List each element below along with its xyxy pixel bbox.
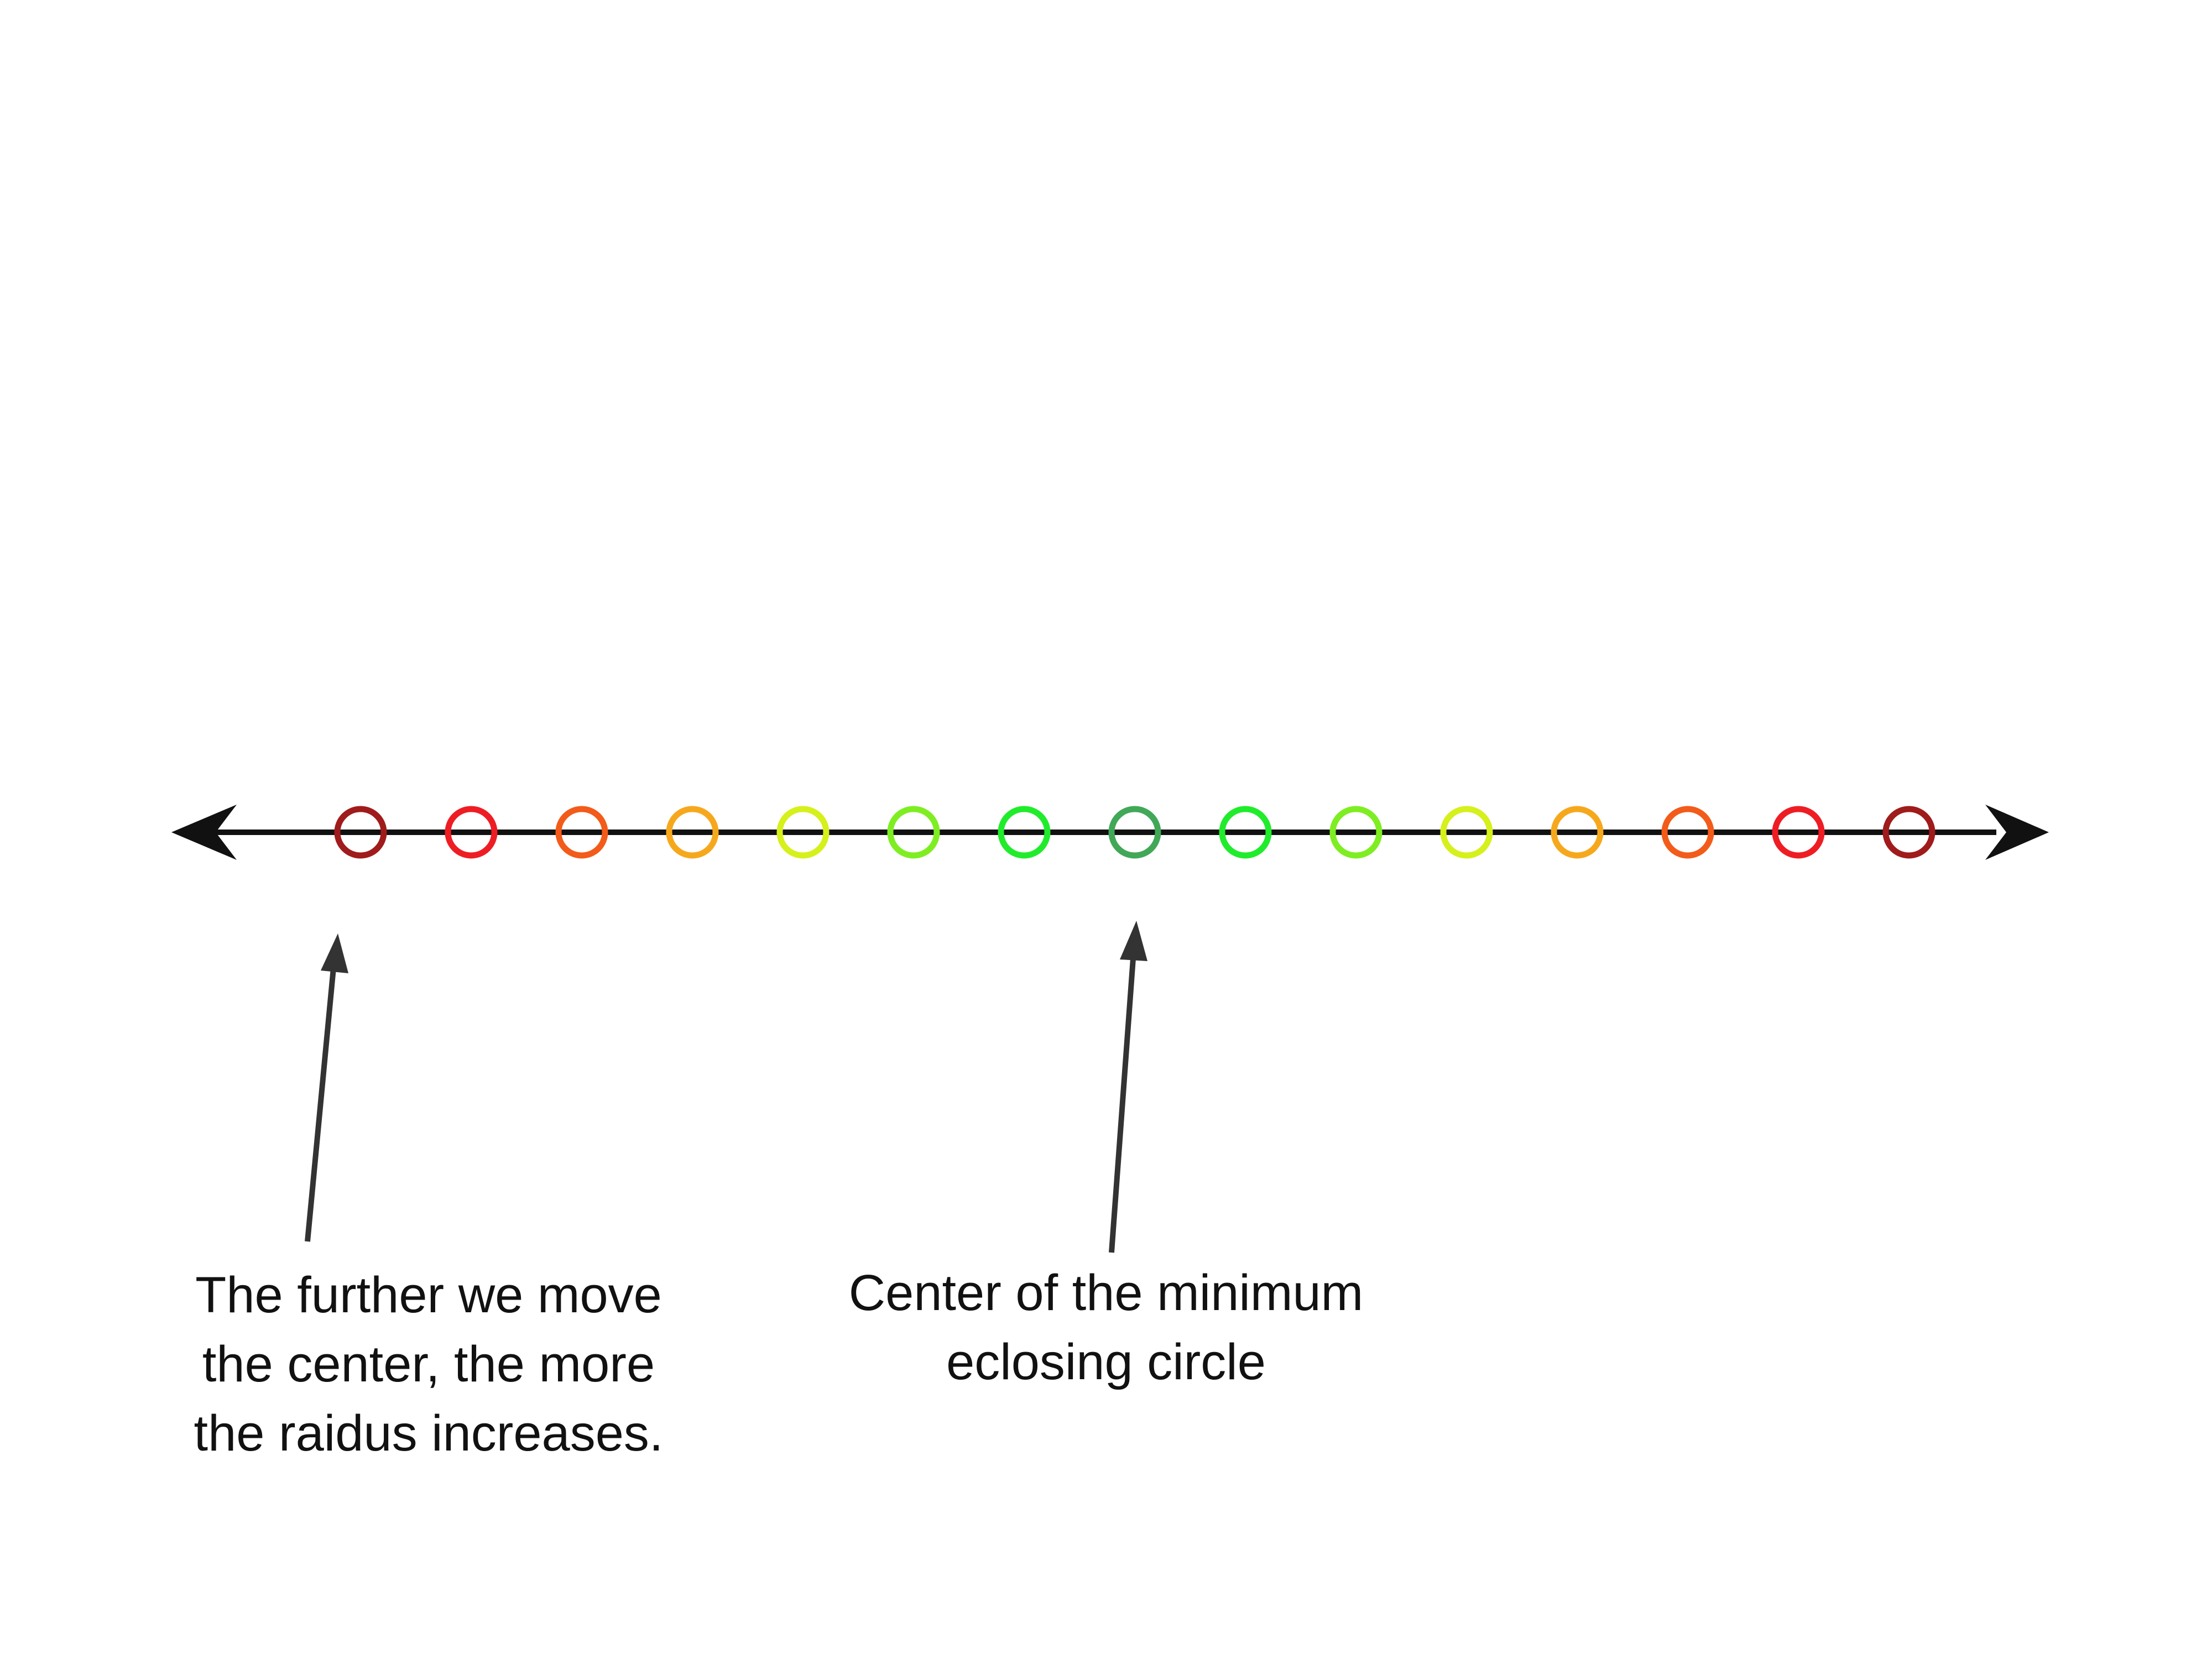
number-line xyxy=(171,805,2049,860)
annotation-line: The further we move xyxy=(195,1267,662,1323)
pointer-left-head-icon xyxy=(321,933,348,973)
annotation-line: Center of the minimum xyxy=(848,1265,1364,1321)
candidate-circles xyxy=(334,806,1936,859)
circle-marker xyxy=(998,806,1051,859)
annotation-line: the center, the more xyxy=(202,1336,655,1392)
circle-marker xyxy=(1329,806,1383,859)
circle-marker xyxy=(334,806,387,859)
annotation-radius-increase: The further we move the center, the more… xyxy=(100,1261,758,1468)
circle-marker xyxy=(1219,806,1272,859)
circle-marker xyxy=(776,806,830,859)
circle-marker xyxy=(1661,806,1714,859)
left-arrowhead-icon xyxy=(171,805,237,860)
circle-marker xyxy=(1551,806,1604,859)
circle-marker xyxy=(666,806,719,859)
circle-marker xyxy=(555,806,608,859)
circle-marker xyxy=(1440,806,1493,859)
pointer-center-line xyxy=(1109,951,1136,1253)
circle-marker xyxy=(1882,806,1936,859)
circle-marker xyxy=(1772,806,1825,859)
pointer-arrow-left xyxy=(305,933,348,1242)
circle-marker xyxy=(1108,806,1161,859)
circle-marker xyxy=(887,806,940,859)
pointer-arrow-center xyxy=(1109,921,1147,1253)
annotation-line: eclosing circle xyxy=(946,1334,1266,1390)
circle-marker xyxy=(445,806,498,859)
annotation-line: the raidus increases. xyxy=(194,1405,664,1462)
annotation-minimum-center: Center of the minimum eclosing circle xyxy=(774,1259,1438,1397)
right-arrowhead-icon xyxy=(1985,805,2049,860)
pointer-left-line xyxy=(305,962,337,1242)
pointer-center-head-icon xyxy=(1120,921,1147,961)
